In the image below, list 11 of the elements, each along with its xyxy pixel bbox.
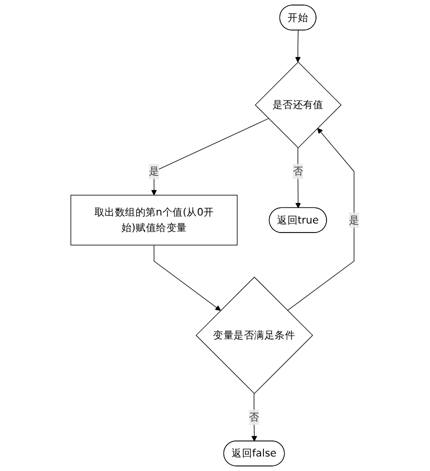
- arrow: [287, 128, 354, 311]
- node-diamond: 变量是否满足条件: [196, 276, 314, 394]
- edge-label: 是: [148, 165, 160, 178]
- node-box: 取出数组的第n个值(从0开始)赋值给变量: [70, 194, 238, 246]
- edge-label: 是: [348, 214, 360, 226]
- node-diamond: 是否还有值: [254, 62, 342, 148]
- edge-label: 否: [292, 165, 303, 178]
- arrow: [154, 244, 221, 311]
- arrow: [151, 118, 269, 196]
- edge-label: 否: [248, 410, 260, 424]
- arrow: [295, 30, 301, 62]
